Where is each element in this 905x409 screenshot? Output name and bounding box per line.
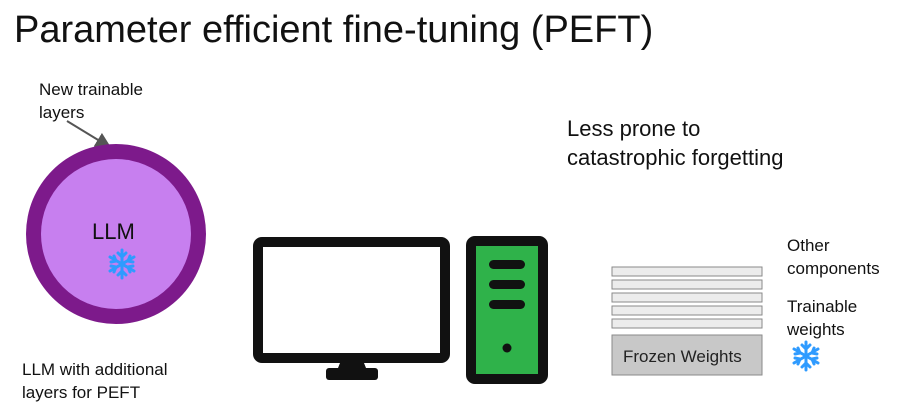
other-components-line1: Other [787,236,830,255]
weight-stack [611,266,763,376]
computer-tower-icon [466,236,548,384]
less-prone-line2: catastrophic forgetting [567,145,784,170]
llm-label: LLM [92,219,135,244]
component-layer [611,292,763,303]
trainable-weights-line2: weights [787,320,845,339]
trainable-weights-line1: Trainable [787,297,858,316]
component-layer [611,266,763,277]
frozen-weights-label: Frozen Weights [623,347,742,366]
new-trainable-layers-label: New trainable layers [39,78,143,124]
llm-core [41,159,191,309]
snowflake-icon [792,340,820,372]
less-prone-line1: Less prone to [567,116,701,141]
new-trainable-layers-line1: New trainable [39,80,143,99]
llm-caption-line1: LLM with additional [22,360,168,379]
component-layer [611,318,763,329]
component-layer [611,279,763,290]
other-components-label: Other components [787,234,880,280]
llm-caption-line2: layers for PEFT [22,383,141,402]
snowflake-icon [108,248,136,280]
trainable-weights-label: Trainable weights [787,295,857,341]
component-layer [611,305,763,316]
page-title: Parameter efficient fine-tuning (PEFT) [14,9,654,51]
less-prone-label: Less prone to catastrophic forgetting [567,114,783,172]
new-trainable-layers-line2: layers [39,103,85,122]
other-components-line2: components [787,259,880,278]
monitor-icon [253,237,450,380]
llm-caption: LLM with additional layers for PEFT [22,358,168,404]
llm-circle-diagram [26,144,206,324]
frozen-weights-box [611,334,763,376]
